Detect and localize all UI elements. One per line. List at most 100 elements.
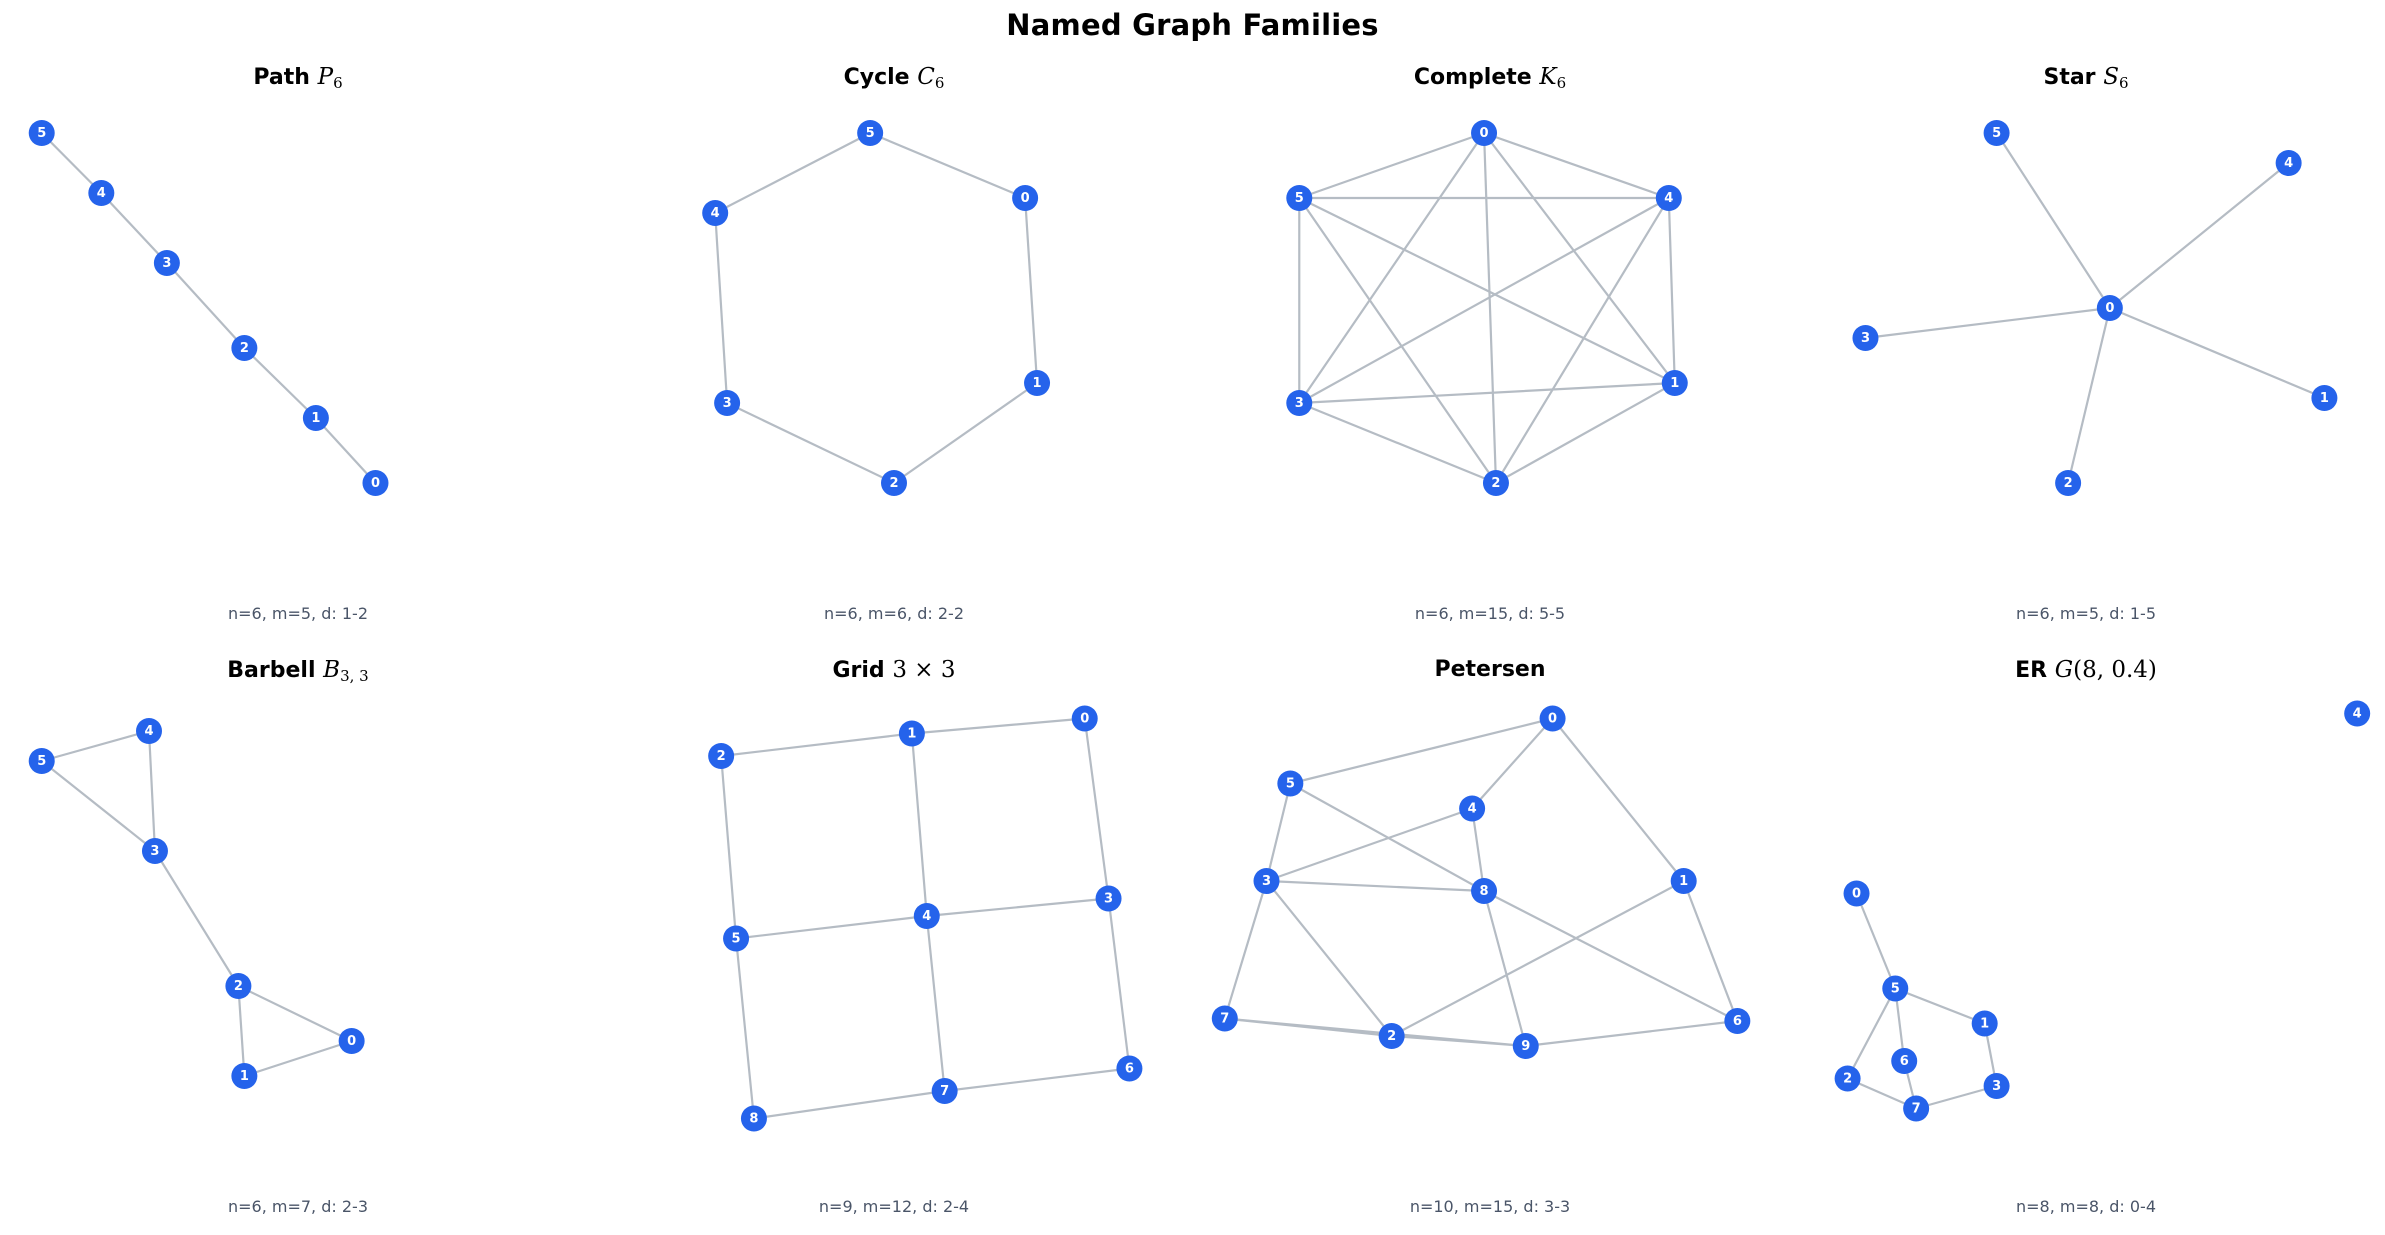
graph-node[interactable]: 5 <box>1286 185 1313 211</box>
node-circle[interactable] <box>1512 1033 1539 1059</box>
graph-node[interactable]: 5 <box>28 748 55 774</box>
graph-node[interactable]: 8 <box>1471 878 1498 904</box>
node-circle[interactable] <box>231 1063 258 1089</box>
graph-node[interactable]: 5 <box>857 120 884 146</box>
node-circle[interactable] <box>1539 705 1566 732</box>
node-circle[interactable] <box>153 250 180 276</box>
graph-node[interactable]: 3 <box>714 390 741 416</box>
graph-node[interactable]: 5 <box>1277 770 1304 797</box>
node-circle[interactable] <box>1286 390 1313 416</box>
node-circle[interactable] <box>2096 295 2123 321</box>
node-circle[interactable] <box>1211 1005 1238 1032</box>
node-circle[interactable] <box>2275 150 2302 176</box>
graph-node[interactable]: 1 <box>1661 370 1688 396</box>
graph-node[interactable]: 4 <box>2344 700 2371 727</box>
graph-node[interactable]: 4 <box>913 903 940 929</box>
graph-node[interactable]: 3 <box>153 250 180 276</box>
node-circle[interactable] <box>302 405 329 431</box>
graph-node[interactable]: 8 <box>740 1105 767 1132</box>
node-circle[interactable] <box>1891 1048 1918 1074</box>
node-circle[interactable] <box>1882 975 1909 1002</box>
graph-node[interactable]: 4 <box>1655 185 1682 211</box>
graph-node[interactable]: 2 <box>225 973 252 999</box>
graph-node[interactable]: 5 <box>1983 120 2010 146</box>
node-circle[interactable] <box>708 743 735 769</box>
node-circle[interactable] <box>931 1078 958 1104</box>
node-circle[interactable] <box>1024 370 1051 396</box>
graph-node[interactable]: 3 <box>1253 868 1280 894</box>
graph-node[interactable]: 0 <box>1843 880 1870 907</box>
node-circle[interactable] <box>88 180 115 206</box>
node-circle[interactable] <box>898 720 925 747</box>
node-circle[interactable] <box>1378 1023 1405 1049</box>
graph-node[interactable]: 4 <box>2275 150 2302 176</box>
graph-node[interactable]: 1 <box>898 720 925 747</box>
graph-node[interactable]: 0 <box>2096 295 2123 321</box>
node-circle[interactable] <box>1983 120 2010 146</box>
node-circle[interactable] <box>1852 325 1879 351</box>
graph-node[interactable]: 5 <box>1882 975 1909 1002</box>
graph-node[interactable]: 4 <box>702 200 729 226</box>
node-circle[interactable] <box>1983 1073 2010 1099</box>
node-circle[interactable] <box>1670 868 1697 894</box>
graph-node[interactable]: 0 <box>1471 120 1498 146</box>
node-circle[interactable] <box>136 718 162 744</box>
graph-node[interactable]: 2 <box>881 470 907 496</box>
graph-node[interactable]: 1 <box>302 405 329 431</box>
graph-node[interactable]: 3 <box>1852 325 1879 351</box>
node-circle[interactable] <box>740 1105 767 1132</box>
graph-node[interactable]: 5 <box>28 120 55 146</box>
graph-node[interactable]: 7 <box>931 1078 958 1104</box>
node-circle[interactable] <box>723 925 750 952</box>
node-circle[interactable] <box>1286 185 1313 211</box>
graph-node[interactable]: 5 <box>723 925 750 952</box>
node-circle[interactable] <box>1471 878 1498 904</box>
node-circle[interactable] <box>1482 470 1509 496</box>
graph-node[interactable]: 2 <box>1834 1065 1861 1092</box>
node-circle[interactable] <box>2344 700 2371 727</box>
graph-node[interactable]: 2 <box>2055 470 2082 496</box>
node-circle[interactable] <box>1903 1095 1930 1122</box>
node-circle[interactable] <box>1071 705 1098 732</box>
graph-node[interactable]: 1 <box>1971 1010 1998 1037</box>
graph-node[interactable]: 3 <box>141 838 168 864</box>
graph-node[interactable]: 6 <box>1116 1055 1143 1082</box>
graph-node[interactable]: 6 <box>1724 1008 1751 1034</box>
graph-node[interactable]: 9 <box>1512 1033 1539 1059</box>
graph-node[interactable]: 0 <box>1012 185 1039 211</box>
node-circle[interactable] <box>231 335 258 361</box>
graph-node[interactable]: 1 <box>231 1063 258 1089</box>
node-circle[interactable] <box>1095 885 1122 912</box>
node-circle[interactable] <box>913 903 940 929</box>
graph-node[interactable]: 0 <box>338 1028 365 1054</box>
node-circle[interactable] <box>881 470 907 496</box>
graph-node[interactable]: 4 <box>136 718 162 744</box>
node-circle[interactable] <box>1843 880 1870 907</box>
graph-node[interactable]: 0 <box>1539 705 1566 732</box>
node-circle[interactable] <box>1834 1065 1861 1092</box>
graph-node[interactable]: 2 <box>231 335 258 361</box>
node-circle[interactable] <box>2055 470 2082 496</box>
graph-node[interactable]: 2 <box>708 743 735 769</box>
node-circle[interactable] <box>1253 868 1280 894</box>
graph-node[interactable]: 7 <box>1211 1005 1238 1032</box>
graph-node[interactable]: 2 <box>1378 1023 1405 1049</box>
node-circle[interactable] <box>362 470 389 496</box>
graph-node[interactable]: 4 <box>1459 795 1486 822</box>
node-circle[interactable] <box>28 748 55 774</box>
graph-node[interactable]: 4 <box>88 180 115 206</box>
node-circle[interactable] <box>857 120 884 146</box>
node-circle[interactable] <box>141 838 168 864</box>
node-circle[interactable] <box>1012 185 1039 211</box>
graph-node[interactable]: 3 <box>1286 390 1313 416</box>
graph-node[interactable]: 6 <box>1891 1048 1918 1074</box>
node-circle[interactable] <box>338 1028 365 1054</box>
graph-node[interactable]: 3 <box>1095 885 1122 912</box>
node-circle[interactable] <box>1971 1010 1998 1037</box>
node-circle[interactable] <box>1459 795 1486 822</box>
node-circle[interactable] <box>1724 1008 1751 1034</box>
graph-node[interactable]: 3 <box>1983 1073 2010 1099</box>
graph-node[interactable]: 1 <box>1024 370 1051 396</box>
graph-node[interactable]: 1 <box>2311 385 2338 411</box>
node-circle[interactable] <box>702 200 729 226</box>
